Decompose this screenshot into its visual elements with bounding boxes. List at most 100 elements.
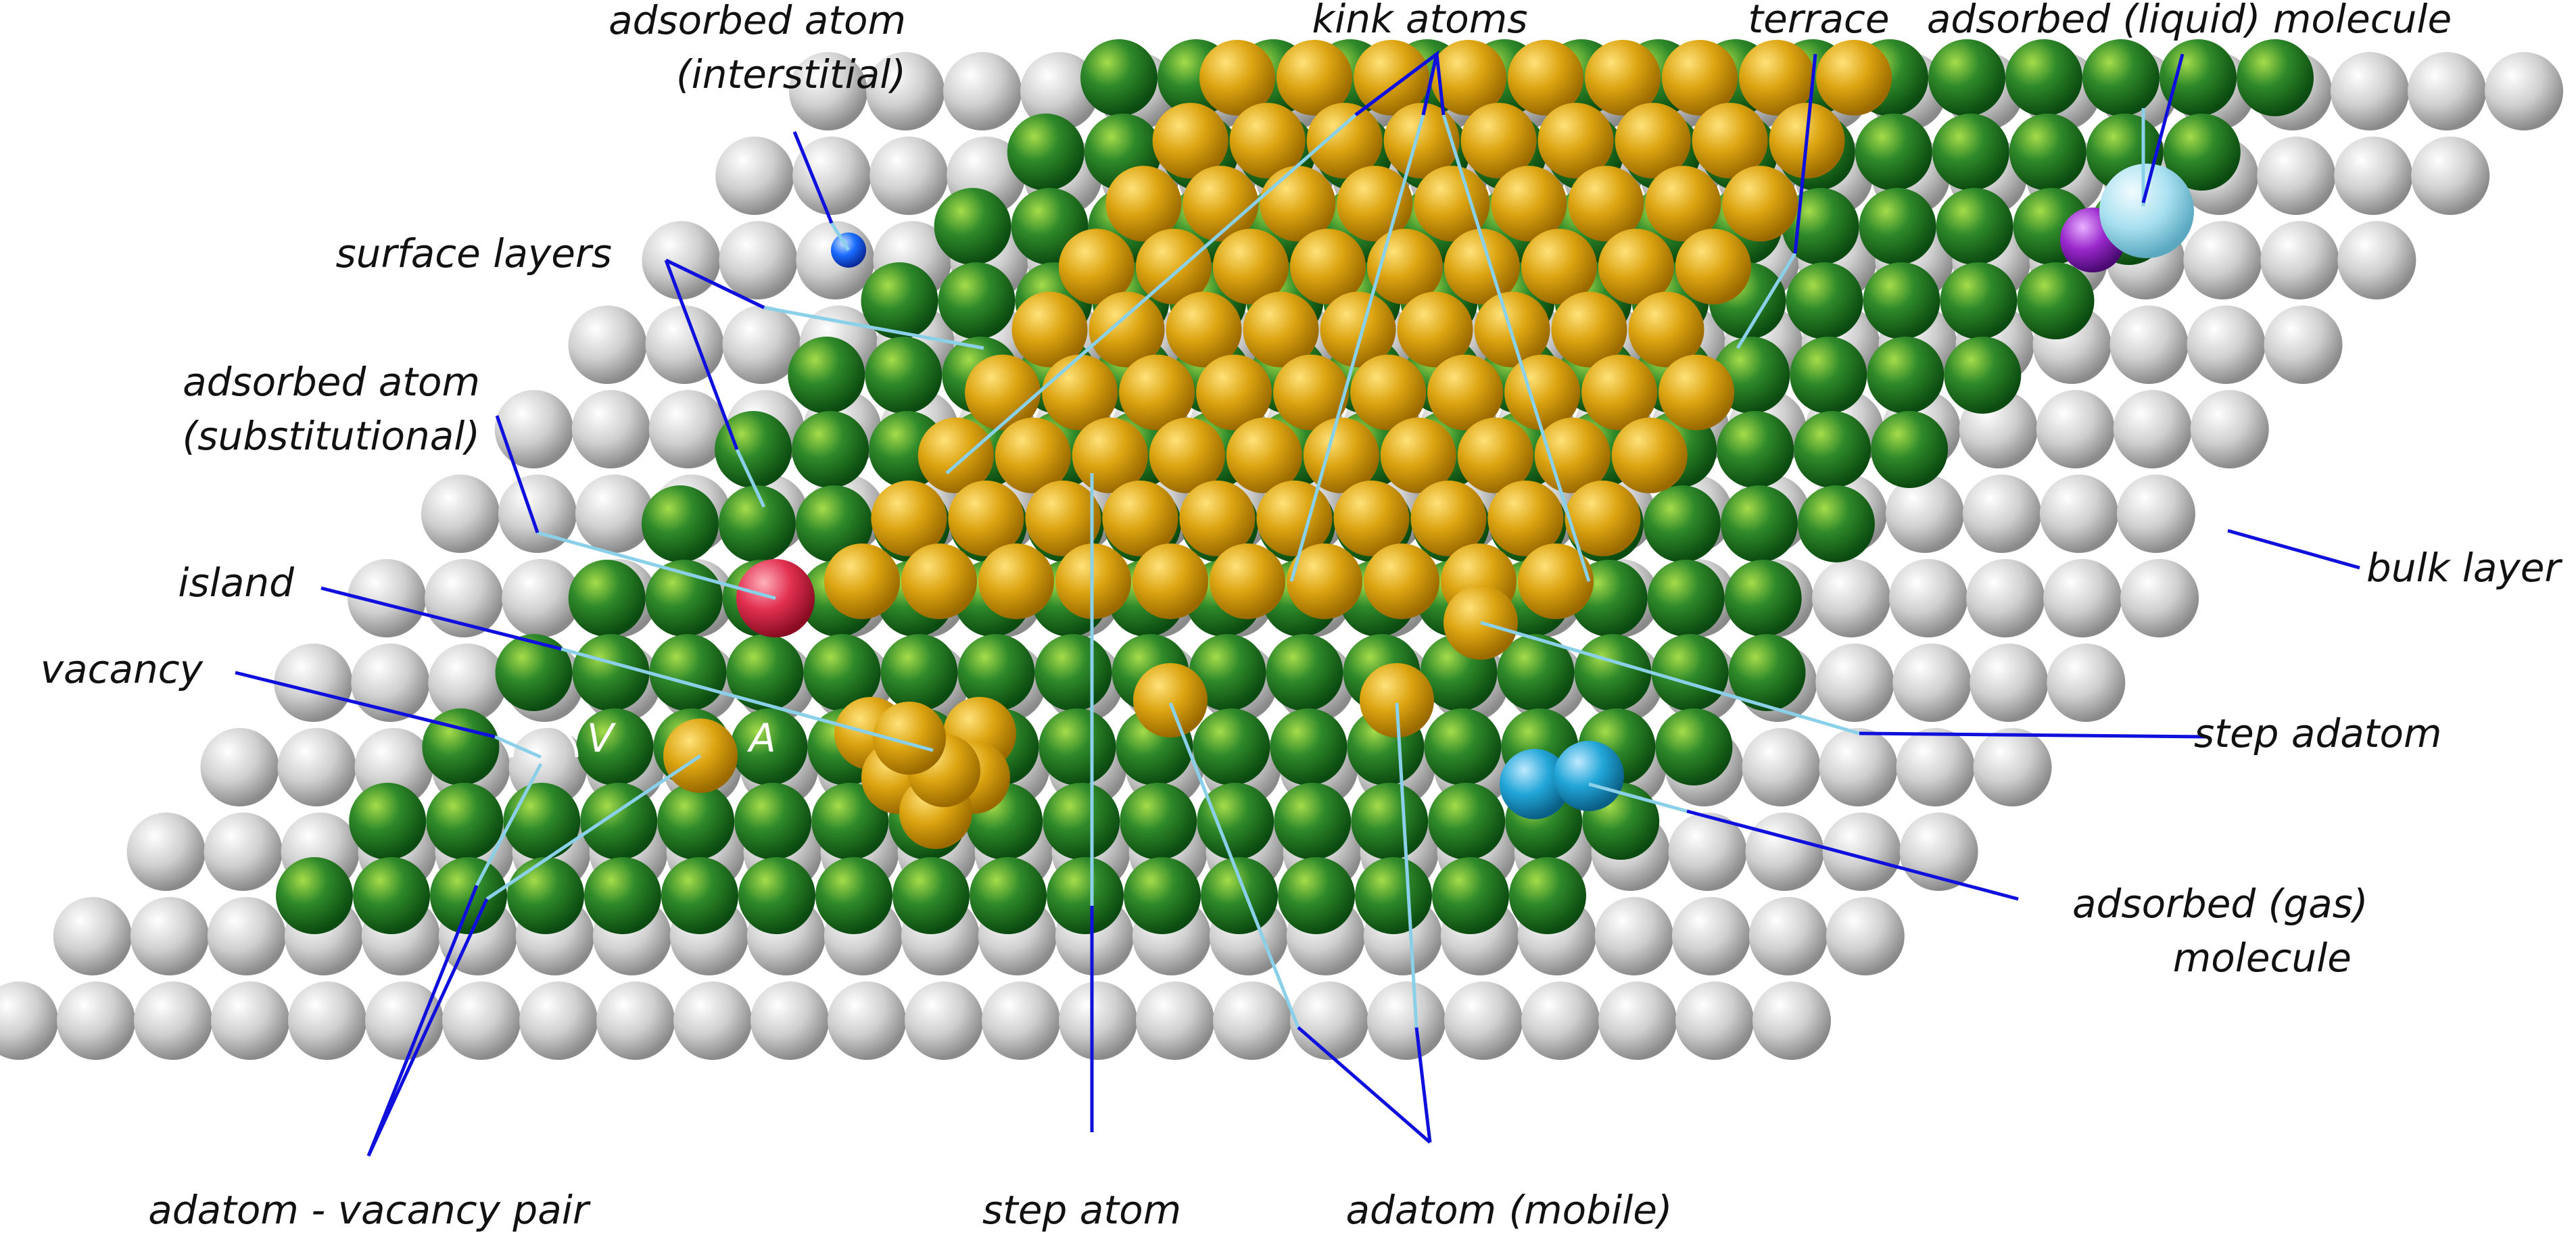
terrace-atom bbox=[1645, 166, 1721, 242]
terrace-atom bbox=[1196, 354, 1272, 431]
terrace-atom bbox=[1199, 40, 1275, 116]
surface-atom bbox=[2237, 39, 2314, 116]
surface-atom bbox=[1428, 783, 1506, 860]
label-adsorbed-substitutional-line1: adsorbed atom bbox=[183, 359, 480, 405]
terrace-atom bbox=[1816, 40, 1892, 116]
bulk-atom bbox=[568, 306, 647, 384]
terrace-atom bbox=[1364, 543, 1439, 619]
surface-atom bbox=[276, 857, 353, 934]
surface-atom bbox=[2163, 114, 2241, 191]
surface-atom bbox=[715, 411, 792, 488]
vacancy-marker-letter: V bbox=[587, 715, 617, 761]
terrace-atom bbox=[1105, 166, 1182, 242]
bulk-atom bbox=[1819, 728, 1898, 806]
surface-atom bbox=[957, 634, 1035, 711]
bulk-atom bbox=[126, 812, 206, 891]
bulk-atom bbox=[274, 644, 353, 722]
bulk-atom bbox=[1748, 897, 1828, 975]
terrace-atom bbox=[1581, 354, 1658, 431]
bulk-atom bbox=[1521, 981, 1600, 1060]
terrace-atom bbox=[1260, 166, 1336, 242]
terrace-atom bbox=[995, 417, 1071, 493]
bulk-atom bbox=[1896, 728, 1975, 806]
adatom-marker-letter: A bbox=[746, 715, 776, 761]
surface-atom bbox=[934, 188, 1011, 265]
terrace-atom bbox=[1460, 103, 1537, 179]
terrace-atom bbox=[1289, 228, 1366, 305]
terrace-atom bbox=[1444, 228, 1520, 305]
surface-atom bbox=[572, 634, 650, 711]
leader-mobile-outer-1 bbox=[1297, 1026, 1431, 1144]
leader-mobile-outer-2 bbox=[1414, 1027, 1432, 1143]
leader-gas bbox=[1588, 782, 1688, 813]
surface-atom bbox=[2005, 39, 2082, 116]
bulk-atom bbox=[642, 221, 721, 299]
bulk-atom bbox=[1675, 981, 1754, 1060]
bulk-atom bbox=[1812, 559, 1891, 637]
label-step-adatom: step adatom bbox=[2194, 710, 2442, 756]
bulk-atom bbox=[288, 981, 366, 1060]
leader-surface-layers-terrace bbox=[763, 306, 984, 350]
terrace-atom bbox=[1152, 103, 1229, 179]
terrace-atom bbox=[1354, 40, 1429, 116]
surface-atom bbox=[1497, 634, 1575, 711]
leader-gas-outer bbox=[1686, 809, 2019, 901]
terrace-atom bbox=[1565, 480, 1641, 556]
bulk-atom bbox=[277, 728, 356, 806]
terrace-atom bbox=[1598, 228, 1674, 305]
surface-atom bbox=[726, 634, 804, 711]
bulk-atom bbox=[1444, 981, 1523, 1060]
bulk-atom bbox=[1745, 812, 1824, 891]
terrace-atom bbox=[1025, 480, 1101, 556]
surface-atom bbox=[1797, 485, 1875, 562]
bulk-atom bbox=[719, 221, 798, 299]
surface-atom bbox=[430, 857, 507, 934]
bulk-atom bbox=[1136, 981, 1214, 1060]
leader-pair-outer-1 bbox=[366, 885, 479, 1157]
terrace-atom bbox=[1410, 480, 1487, 556]
terrace-atom bbox=[917, 417, 994, 493]
surface-atom bbox=[792, 411, 869, 488]
bulk-atom bbox=[905, 981, 983, 1060]
surface-atom bbox=[1274, 783, 1352, 860]
leader-substitutional-outer bbox=[495, 415, 540, 533]
label-step-atom: step atom bbox=[982, 1187, 1181, 1233]
terrace-atom bbox=[871, 480, 947, 556]
bulk-atom bbox=[1059, 981, 1137, 1060]
surface-atom bbox=[788, 337, 865, 414]
bulk-atom bbox=[943, 52, 1022, 130]
surface-atom bbox=[1859, 188, 1936, 265]
terrace-atom bbox=[1287, 543, 1362, 619]
surface-atom bbox=[1189, 634, 1266, 711]
surface-atom bbox=[1932, 114, 2009, 191]
leader-kink-1 bbox=[945, 114, 1357, 475]
bulk-atom bbox=[498, 475, 577, 553]
terrace-atom bbox=[1320, 291, 1396, 368]
bulk-atom bbox=[421, 475, 500, 553]
terrace-atom bbox=[1306, 103, 1383, 179]
labels: adsorbed atom (interstitial) kink atoms … bbox=[41, 0, 2563, 1233]
bulk-atom bbox=[1889, 559, 1968, 637]
surface-atom bbox=[1871, 411, 1949, 488]
bulk-atom bbox=[204, 812, 283, 891]
surface-atom bbox=[970, 857, 1047, 934]
terrace-atom bbox=[1089, 291, 1165, 368]
surface-atom bbox=[1124, 857, 1201, 934]
surface-atom bbox=[1432, 857, 1509, 934]
terrace-atom bbox=[1119, 354, 1195, 431]
surface-atom bbox=[645, 560, 723, 637]
surface-atom bbox=[1728, 634, 1806, 711]
terrace-atom bbox=[1551, 291, 1627, 368]
bulk-atom bbox=[502, 559, 581, 637]
bulk-atom bbox=[2116, 475, 2195, 553]
surface-atom bbox=[1720, 485, 1798, 562]
bulk-atom bbox=[428, 644, 507, 722]
bulk-atom bbox=[53, 897, 132, 975]
terrace-atom bbox=[1210, 543, 1285, 619]
terrace-atom bbox=[1229, 103, 1306, 179]
bulk-atom bbox=[1826, 897, 1905, 975]
leader-lines-light bbox=[475, 108, 2145, 1028]
surface-atom bbox=[1120, 783, 1197, 860]
surface-atom bbox=[1867, 337, 1945, 414]
leader-vacancy bbox=[494, 735, 542, 759]
